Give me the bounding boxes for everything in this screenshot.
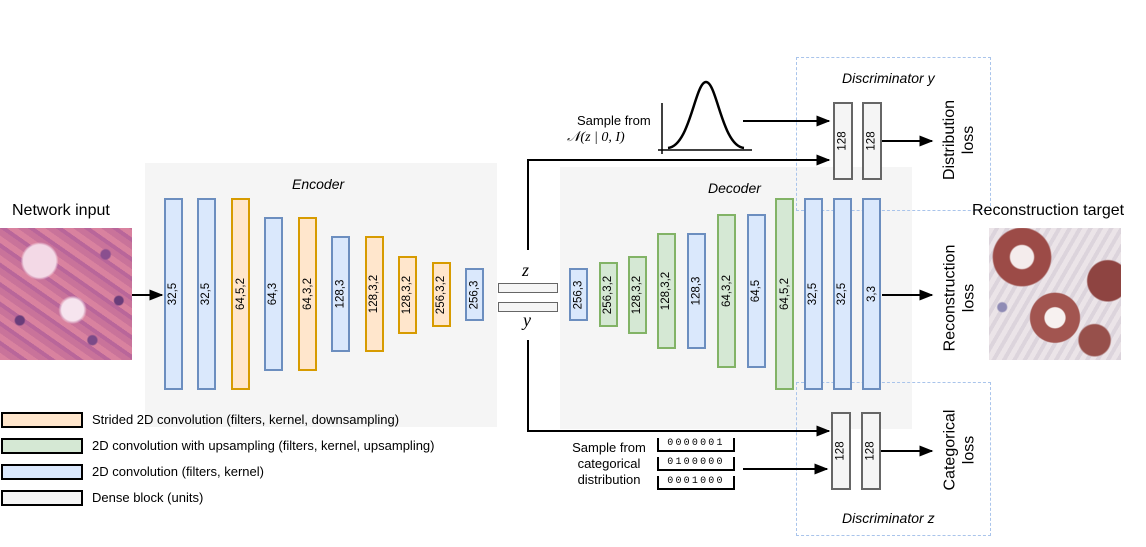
decoder-layer: 32,5 — [833, 198, 852, 390]
decoder-title: Decoder — [708, 180, 761, 196]
reconstruction-target-image — [989, 228, 1121, 360]
legend-label: 2D convolution with upsampling (filters,… — [92, 438, 435, 453]
encoder-layer: 64,5,2 — [231, 198, 250, 390]
latent-y-label: y — [523, 310, 531, 330]
latent-z-bar — [498, 283, 558, 293]
legend-swatch-dense — [1, 490, 83, 506]
decoder-layer: 128,3 — [687, 233, 706, 349]
network-input-image — [0, 228, 132, 360]
gaussian-curve-icon — [658, 80, 752, 154]
y-to-discriminator-arrow — [527, 340, 831, 437]
legend-label: 2D convolution (filters, kernel) — [92, 464, 264, 479]
decoder-layer: 128,3,2 — [628, 256, 647, 334]
legend-swatch-strided — [1, 412, 83, 428]
discriminator-y-title: Discriminator y — [842, 70, 935, 86]
decoder-layer: 256,3 — [569, 268, 588, 321]
encoder-layer: 128,3,2 — [365, 236, 384, 352]
encoder-layer: 256,3,2 — [432, 262, 451, 327]
discriminator-z-dense-1: 128 — [831, 412, 851, 490]
categorical-sample-line3: distribution — [577, 472, 641, 487]
encoder-layer: 64,3 — [264, 217, 283, 371]
reconstruction-target-label: Reconstruction target — [972, 202, 1125, 219]
decoder-layer: 128,3,2 — [657, 233, 676, 349]
gaussian-sample-line2: 𝒩(z | 0, I) — [567, 130, 625, 145]
discriminator-z-dense-2: 128 — [861, 412, 881, 490]
encoder-layer: 128,3 — [331, 236, 350, 352]
discriminator-y-box — [796, 57, 991, 211]
legend-label: Strided 2D convolution (filters, kernel,… — [92, 412, 400, 427]
decoder-layer: 64,5 — [747, 214, 766, 368]
onehot-vector: 0100000 — [657, 457, 735, 471]
gaussian-sample-line1: Sample from — [577, 113, 651, 128]
encoder-layer: 256,3 — [465, 268, 484, 321]
encoder-layer: 32,5 — [197, 198, 216, 390]
categorical-sample-text: Sample from categorical distribution — [565, 440, 653, 488]
discriminator-y-dense-1: 128 — [833, 102, 853, 180]
decoder-layer: 64,5,2 — [775, 198, 794, 390]
discriminator-y-dense-2: 128 — [862, 102, 882, 180]
discriminator-z-box — [796, 382, 991, 536]
legend-swatch-conv — [1, 464, 83, 480]
encoder-layer: 64,3,2 — [298, 217, 317, 371]
legend-swatch-up — [1, 438, 83, 454]
onehot-vector: 0001000 — [657, 476, 735, 490]
onehot-vector: 0000001 — [657, 438, 735, 452]
decoder-layer: 3,3 — [862, 198, 881, 390]
latent-z-label: z — [522, 260, 530, 280]
encoder-layer: 128,3,2 — [398, 256, 417, 334]
encoder-layer: 32,5 — [164, 198, 183, 390]
legend-label: Dense block (units) — [92, 490, 204, 505]
categorical-sample-line2: categorical — [577, 456, 641, 471]
network-input-label: Network input — [12, 202, 110, 219]
decoder-layer: 64,3,2 — [717, 214, 736, 368]
latent-y-bar — [498, 302, 558, 312]
z-to-discriminator-arrow — [527, 154, 831, 250]
decoder-layer: 256,3,2 — [599, 262, 618, 327]
decoder-layer: 32,5 — [804, 198, 823, 390]
categorical-sample-line1: Sample from — [572, 440, 646, 455]
encoder-title: Encoder — [292, 176, 345, 192]
discriminator-z-title: Discriminator z — [842, 510, 935, 526]
